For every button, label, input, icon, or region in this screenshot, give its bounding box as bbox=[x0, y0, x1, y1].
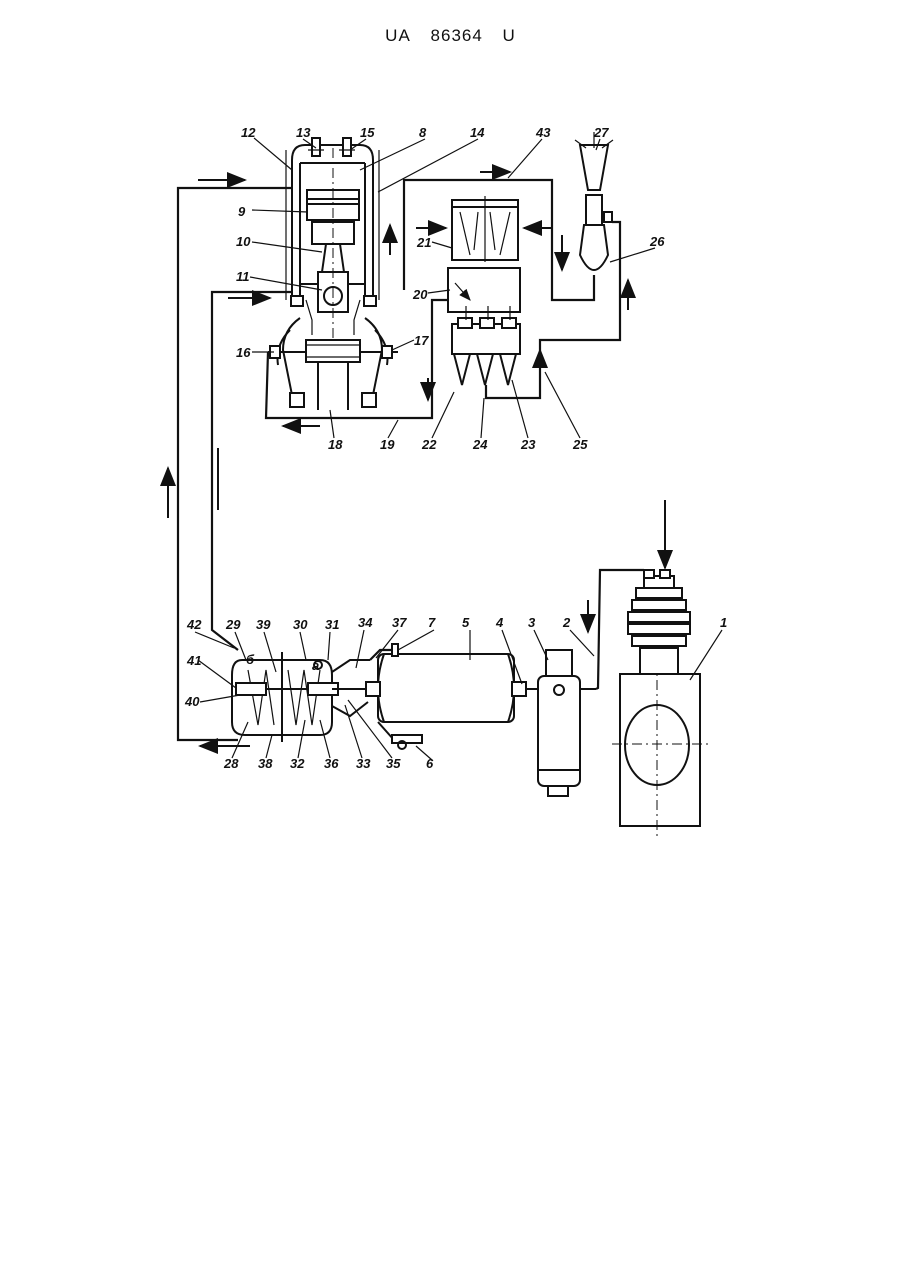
chamber-letter-a: a bbox=[312, 658, 319, 673]
label-13: 13 bbox=[296, 125, 311, 140]
label-25: 25 bbox=[572, 437, 588, 452]
compressor-1 bbox=[588, 500, 710, 836]
label-43: 43 bbox=[535, 125, 551, 140]
engine-cylinder-assembly bbox=[268, 138, 398, 410]
label-29: 29 bbox=[225, 617, 241, 632]
label-15: 15 bbox=[360, 125, 375, 140]
label-19: 19 bbox=[380, 437, 395, 452]
label-38: 38 bbox=[258, 756, 273, 771]
label-28: 28 bbox=[223, 756, 239, 771]
label-37: 37 bbox=[392, 615, 407, 630]
label-40: 40 bbox=[184, 694, 200, 709]
label-32: 32 bbox=[290, 756, 305, 771]
label-36: 36 bbox=[324, 756, 339, 771]
label-24: 24 bbox=[472, 437, 488, 452]
label-2: 2 bbox=[562, 615, 571, 630]
label-18: 18 bbox=[328, 437, 343, 452]
label-31: 31 bbox=[325, 617, 339, 632]
label-21: 21 bbox=[416, 235, 431, 250]
label-4: 4 bbox=[495, 615, 504, 630]
label-23: 23 bbox=[520, 437, 536, 452]
label-12: 12 bbox=[241, 125, 256, 140]
label-20: 20 bbox=[412, 287, 428, 302]
label-35: 35 bbox=[386, 756, 401, 771]
label-16: 16 bbox=[236, 345, 251, 360]
label-17: 17 bbox=[414, 333, 429, 348]
label-5: 5 bbox=[462, 615, 470, 630]
label-11: 11 bbox=[236, 269, 250, 284]
cyclone-assembly bbox=[404, 132, 628, 398]
label-7: 7 bbox=[428, 615, 436, 630]
label-33: 33 bbox=[356, 756, 371, 771]
filter-3 bbox=[538, 650, 596, 796]
label-34: 34 bbox=[358, 615, 373, 630]
drum-5 bbox=[366, 644, 538, 749]
label-30: 30 bbox=[293, 617, 308, 632]
label-10: 10 bbox=[236, 234, 251, 249]
label-42: 42 bbox=[186, 617, 202, 632]
label-39: 39 bbox=[256, 617, 271, 632]
separator-assembly bbox=[416, 196, 552, 385]
label-3: 3 bbox=[528, 615, 536, 630]
chamber-letter-b: б bbox=[246, 652, 255, 667]
label-9: 9 bbox=[238, 204, 246, 219]
label-22: 22 bbox=[421, 437, 437, 452]
label-26: 26 bbox=[649, 234, 665, 249]
label-8: 8 bbox=[419, 125, 427, 140]
label-14: 14 bbox=[470, 125, 485, 140]
label-1: 1 bbox=[720, 615, 727, 630]
label-27: 27 bbox=[593, 125, 609, 140]
